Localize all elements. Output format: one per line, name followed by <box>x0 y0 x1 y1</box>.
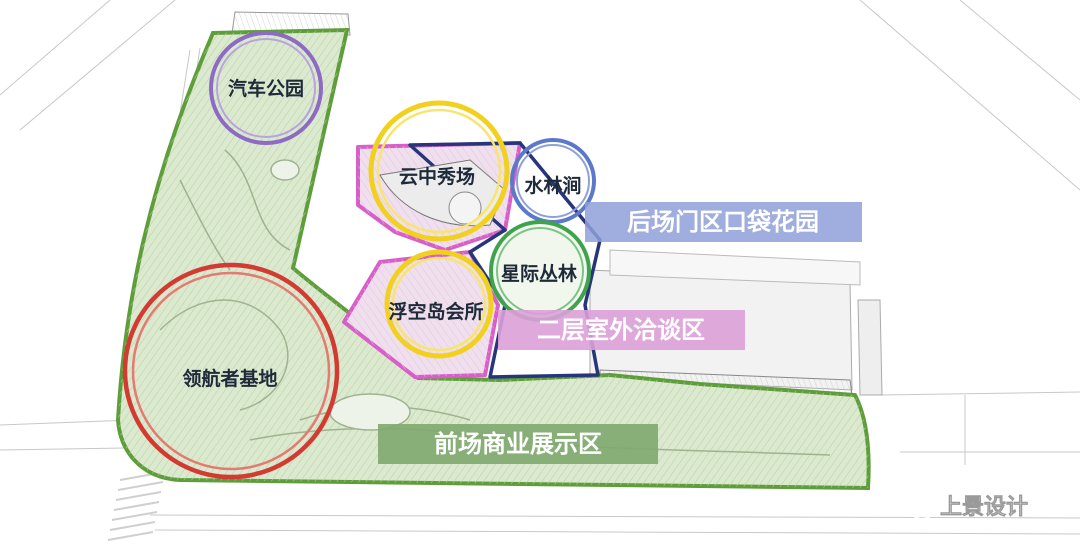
rear-garden-band <box>585 202 862 242</box>
wechat-icon <box>894 490 934 521</box>
site-hatch <box>118 30 869 488</box>
watermark-text: 上景设计 <box>940 495 1028 520</box>
front-exhibit-label: 前场商业展示区 <box>434 430 602 458</box>
pilot-base-circle <box>122 262 340 480</box>
car-park-label: 汽车公园 <box>228 77 304 100</box>
cloud-show-circle <box>368 100 510 242</box>
front-exhibit-band <box>378 424 658 464</box>
star-forest-label: 星际丛林 <box>501 262 577 285</box>
pilot-base-label: 领航者基地 <box>182 367 277 390</box>
water-forest-label: 水林涧 <box>524 174 581 197</box>
car-park-circle <box>209 31 323 145</box>
floating-club-label: 浮空岛会所 <box>388 300 483 323</box>
cloud-show-label: 云中秀场 <box>399 165 475 188</box>
navy-zone <box>408 141 602 379</box>
watermark: 上景设计 <box>894 490 1028 521</box>
terrace-talk-band <box>498 310 745 350</box>
floating-club-circle <box>384 249 494 359</box>
amphitheater <box>379 159 506 227</box>
rear-garden-label: 后场门区口袋花园 <box>627 208 819 236</box>
terrace-talk-label: 二层室外洽谈区 <box>537 316 705 344</box>
